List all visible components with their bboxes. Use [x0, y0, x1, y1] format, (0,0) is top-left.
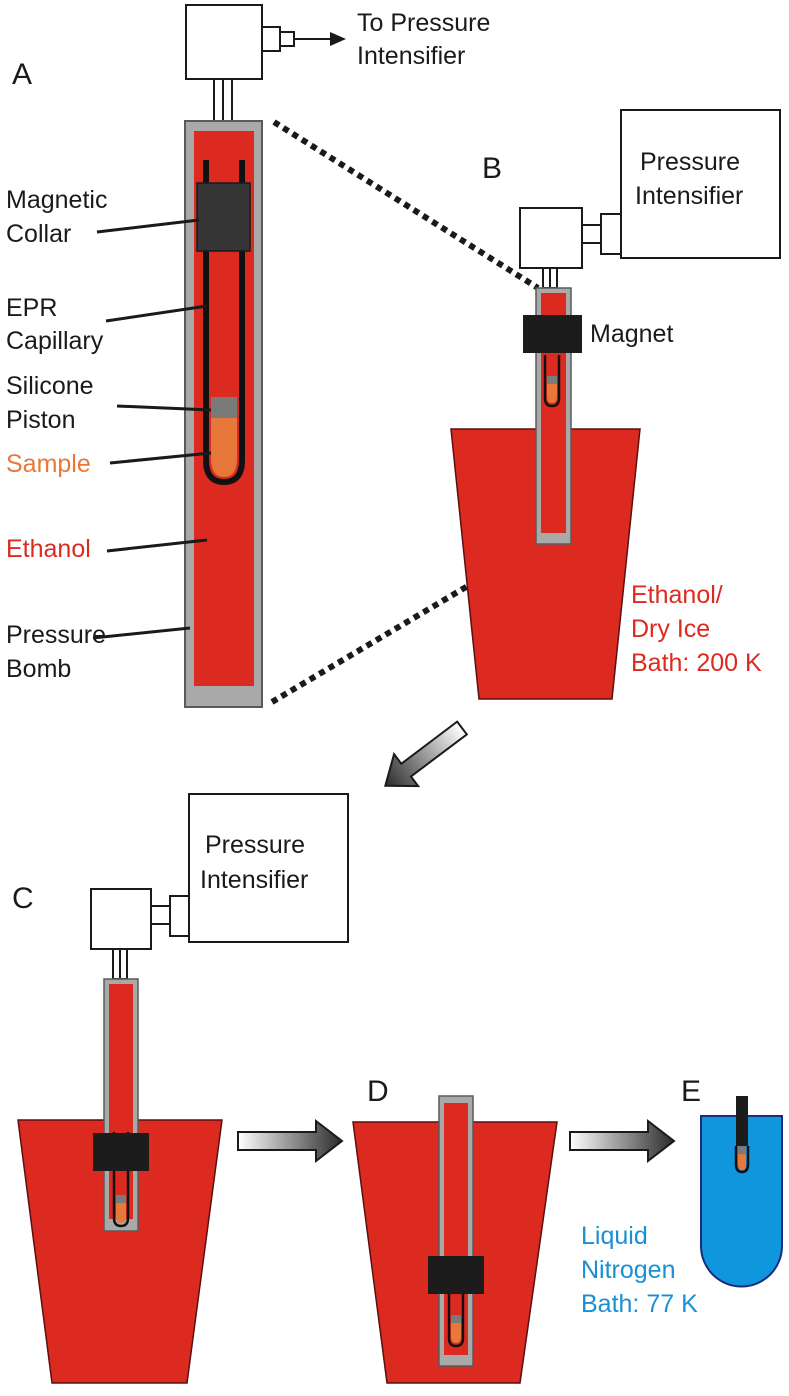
sample-e	[738, 1154, 746, 1170]
magnetic-collar-label-line1: Magnetic	[6, 186, 107, 214]
fitting-c-large	[169, 895, 190, 937]
sample-b	[547, 384, 557, 403]
side-fitting-small-a	[279, 31, 295, 47]
zoom-line-bottom	[270, 539, 544, 705]
sample-label: Sample	[6, 450, 91, 478]
epr-capillary-a	[203, 160, 245, 486]
arrow-d-to-e	[569, 1118, 676, 1164]
pressure-intensifier-b	[620, 109, 781, 259]
liquid-nitrogen-label-line1: Liquid	[581, 1222, 648, 1250]
pressure-intensifier-c	[188, 793, 349, 943]
dry-ice-bath-c	[17, 1119, 223, 1384]
sample-a	[211, 418, 237, 477]
piston-e	[738, 1146, 746, 1154]
magnet-c	[93, 1133, 149, 1171]
to-pressure-label-line2: Intensifier	[357, 42, 465, 70]
valve-box-b	[519, 207, 583, 269]
magnet-b	[523, 315, 582, 353]
capillary-b	[543, 355, 561, 408]
panel-e: E Liquid Nitrogen Bath: 77 K	[581, 1075, 783, 1318]
panel-label-e: E	[681, 1075, 701, 1108]
sample-d	[451, 1323, 461, 1343]
dry-ice-bath-label-line2: Dry Ice	[631, 615, 710, 643]
intensifier-b-line1: Pressure	[640, 148, 740, 176]
piston-c	[116, 1195, 126, 1203]
sample-c	[116, 1203, 126, 1223]
liquid-nitrogen-label-line3: Bath: 77 K	[581, 1290, 698, 1318]
rod-e	[736, 1096, 748, 1146]
dry-ice-bath-label-line1: Ethanol/	[631, 581, 723, 609]
intensifier-c-line1: Pressure	[205, 831, 305, 859]
intensifier-c-line2: Intensifier	[200, 866, 308, 894]
capillary-d	[447, 1262, 465, 1348]
panel-c: C Pressure Intensifier	[12, 793, 349, 1384]
magnetic-collar-a	[196, 182, 251, 252]
panel-label-d: D	[367, 1075, 389, 1108]
panel-b: B Pressure Intensifier Magnet Ethanol/ D…	[450, 109, 781, 700]
dry-ice-bath-label-line3: Bath: 200 K	[631, 649, 762, 677]
fitting-c-small	[150, 905, 171, 925]
liquid-nitrogen-label-line2: Nitrogen	[581, 1256, 676, 1284]
to-intensifier-arrowhead	[330, 32, 346, 46]
silicone-piston-label-line2: Piston	[6, 406, 75, 434]
liquid-nitrogen-dewar	[700, 1115, 783, 1288]
pressure-bomb-label-line2: Bomb	[6, 655, 71, 683]
intensifier-b-line2: Intensifier	[635, 182, 743, 210]
piston-d	[451, 1315, 461, 1323]
epr-capillary-label-line2: Capillary	[6, 327, 104, 355]
valve-box-c	[90, 888, 152, 950]
arrow-b-to-c	[384, 720, 469, 788]
panel-label-a: A	[12, 58, 32, 91]
side-fitting-a	[261, 26, 281, 52]
dry-ice-bath-b	[450, 428, 641, 700]
silicone-piston-a	[211, 397, 237, 418]
magnet-label: Magnet	[590, 320, 673, 348]
arrow-c-to-d	[237, 1118, 344, 1164]
ethanol-fill-c	[109, 984, 133, 1219]
piston-b	[547, 376, 557, 384]
panel-a: A To Pressure Intensifier Magnetic Colla…	[6, 4, 490, 708]
valve-box-a	[185, 4, 263, 80]
silicone-piston-label-line1: Silicone	[6, 372, 94, 400]
pressure-bomb-label-line1: Pressure	[6, 621, 106, 649]
capillary-e	[734, 1146, 750, 1174]
epr-capillary-label-line1: EPR	[6, 294, 57, 322]
magnetic-collar-label-line2: Collar	[6, 220, 71, 248]
zoom-line-top	[272, 119, 540, 291]
magnet-d	[428, 1256, 484, 1294]
fitting-b-large	[600, 213, 622, 255]
fitting-b-small	[581, 224, 602, 244]
capillary-c	[112, 1132, 130, 1228]
to-pressure-label-line1: To Pressure	[357, 9, 490, 37]
ethanol-label: Ethanol	[6, 535, 91, 563]
panel-d: D	[352, 1075, 558, 1384]
panel-label-b: B	[482, 152, 502, 185]
panel-label-c: C	[12, 882, 34, 915]
